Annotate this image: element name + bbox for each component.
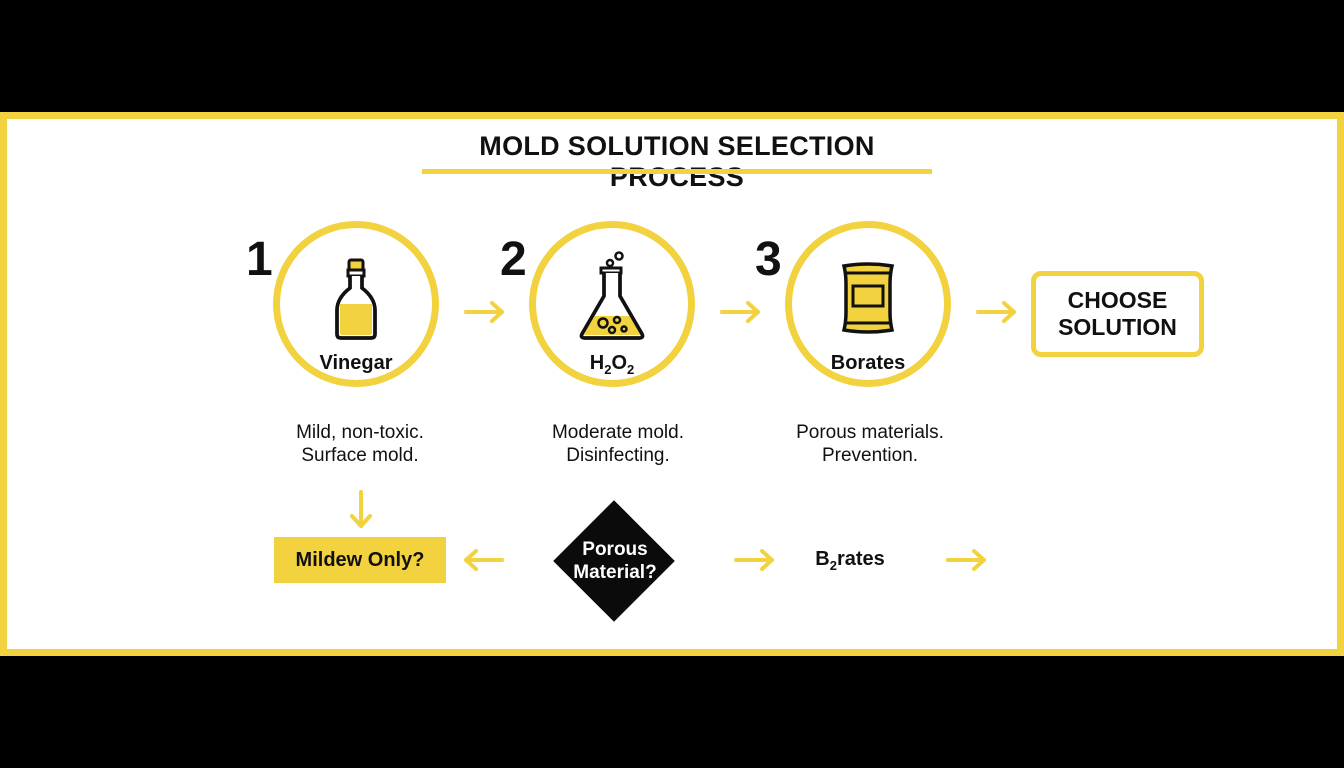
step-3-label: Borates bbox=[830, 352, 906, 374]
title-underline bbox=[422, 169, 932, 174]
arrow-right-icon bbox=[976, 301, 1016, 323]
step-3-circle: Borates bbox=[785, 221, 951, 387]
vinegar-bottle-icon bbox=[331, 258, 381, 347]
step-2-label: H2O2 bbox=[589, 352, 635, 377]
step-2-description: Moderate mold. Disinfecting. bbox=[551, 422, 684, 466]
step-2-circle: H2O2 bbox=[529, 221, 695, 387]
mildew-only-box: Mildew Only? bbox=[274, 537, 446, 583]
diagram-title: MOLD SOLUTION SELECTION PROCESS bbox=[479, 131, 875, 192]
step-3-description: Porous materials. Prevention. bbox=[796, 422, 944, 466]
decision-diamond-label: Porous Material? bbox=[573, 539, 657, 583]
arrow-right-icon bbox=[734, 549, 774, 571]
flask-icon bbox=[577, 250, 647, 347]
arrow-right-icon bbox=[720, 301, 760, 323]
arrow-down-icon bbox=[350, 490, 372, 528]
diagram-panel bbox=[0, 112, 1344, 656]
step-1-description: Mild, non-toxic. Surface mold. bbox=[296, 422, 424, 466]
step-3-number: 3 bbox=[755, 233, 782, 286]
choose-solution-box: CHOOSE SOLUTION bbox=[1031, 271, 1204, 357]
step-1-number: 1 bbox=[246, 233, 273, 286]
bag-icon bbox=[838, 262, 898, 339]
arrow-right-icon bbox=[464, 301, 504, 323]
step-2-number: 2 bbox=[500, 233, 527, 286]
arrow-right-icon bbox=[946, 549, 986, 571]
arrow-left-icon bbox=[464, 549, 504, 571]
step-1-label: Vinegar bbox=[319, 352, 393, 374]
borates-outcome-label: B2rates bbox=[815, 548, 885, 573]
step-1-circle: Vinegar bbox=[273, 221, 439, 387]
